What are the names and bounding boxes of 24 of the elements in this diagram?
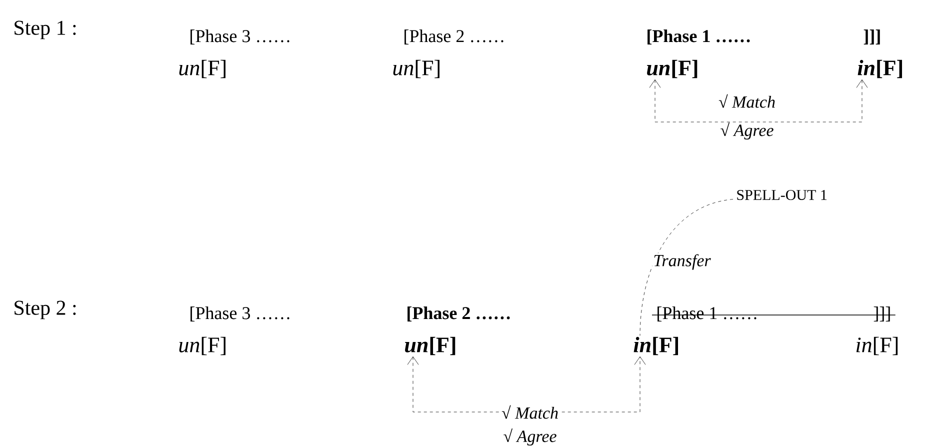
phase-bracket: [Phase 2 …… (408, 306, 510, 322)
step-label: Step 2 : (14, 300, 76, 320)
phase-bracket: [Phase 2 …… (404, 30, 504, 44)
agree-label: √ Agree (504, 428, 556, 446)
edge-label: Transfer (652, 253, 712, 271)
phase-bracket: [Phase 3 …… (190, 306, 290, 322)
phase-bracket: [Phase 1 …… (648, 30, 750, 44)
feature-label: un[F] (405, 336, 456, 356)
edge-label: √ Match (718, 93, 777, 109)
feature-label: in[F] (634, 336, 678, 356)
closing-brackets: ]]] (864, 30, 880, 44)
feature-label: un[F] (647, 60, 698, 78)
step-label: Step 1 : (14, 20, 76, 40)
transfer-curve (640, 199, 734, 336)
spell-out-label: SPELL-OUT 1 (737, 190, 827, 200)
feature-label: in[F] (858, 60, 902, 78)
feature-label: un[F] (393, 60, 440, 78)
agree-arrow (649, 79, 868, 122)
phase-bracket: [Phase 3 …… (190, 30, 290, 44)
feature-label: in[F] (856, 336, 898, 356)
agree-label: √ Agree (720, 122, 774, 140)
feature-label: un[F] (179, 60, 226, 78)
edge-label: √ Match (500, 404, 560, 420)
feature-label: un[F] (179, 336, 226, 356)
